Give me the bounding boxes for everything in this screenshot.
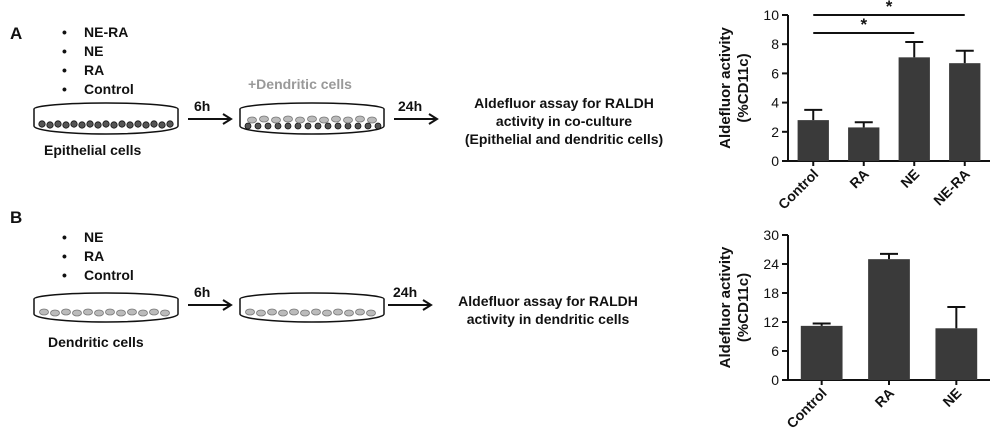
list-item: •RA <box>62 248 105 264</box>
y-axis-label: Aldefluor activity <box>717 246 734 368</box>
y-axis-label-unit: (%CD11c) <box>735 53 752 122</box>
list-item: •RA <box>62 62 105 78</box>
y-tick-label: 4 <box>771 95 779 111</box>
bar <box>800 325 843 380</box>
bar <box>797 120 829 161</box>
panel-b-time-2: 24h <box>393 284 418 300</box>
panel-b-time-1: 6h <box>194 284 211 300</box>
significance-marker: * <box>860 15 867 34</box>
panel-b-treatment-list: •NE •RA •Control <box>62 228 134 285</box>
arrow-right-icon <box>394 113 439 125</box>
x-tick-label: NE <box>897 166 922 191</box>
panel-a-dish-label: Epithelial cells <box>44 142 142 158</box>
panel-a-dish-epithelial <box>33 102 179 135</box>
y-tick-label: 6 <box>771 343 779 359</box>
panel-a-letter: A <box>10 24 23 43</box>
panel-b-assay-text: Aldefluor assay for RALDH activity in de… <box>458 293 638 327</box>
panel-a-treatment-list: •NE-RA •NE •RA •Control <box>62 23 134 99</box>
panel-b-dish-dendritic <box>33 292 179 323</box>
panel-a-added-label: +Dendritic cells <box>248 76 352 92</box>
list-item: •NE-RA <box>62 24 129 40</box>
y-tick-label: 18 <box>763 285 779 301</box>
bar <box>898 57 930 162</box>
x-tick-label: RA <box>871 385 897 411</box>
bar <box>868 259 910 380</box>
y-tick-label: 0 <box>771 372 779 388</box>
x-tick-label: RA <box>846 166 872 192</box>
x-tick-label: Control <box>783 385 830 432</box>
x-tick-label: Control <box>775 166 822 213</box>
y-axis-label-unit: (%CD11c) <box>735 273 752 342</box>
panel-a-assay-text: Aldefluor assay for RALDH activity in co… <box>464 95 664 147</box>
y-axis-label: Aldefluor activity <box>717 27 734 149</box>
panel-a-time-2: 24h <box>398 98 423 114</box>
list-item: •NE <box>62 229 104 245</box>
y-tick-label: 30 <box>763 227 779 243</box>
list-item: •NE <box>62 43 104 59</box>
y-tick-label: 8 <box>771 36 779 52</box>
arrow-right-icon <box>188 299 233 311</box>
bar <box>848 127 880 161</box>
arrow-right-icon <box>388 299 433 311</box>
arrow-right-icon <box>188 113 233 125</box>
x-tick-label: NE-RA <box>930 166 973 209</box>
panel-b-dish-label: Dendritic cells <box>48 334 144 350</box>
y-tick-label: 0 <box>771 153 779 169</box>
panel-a-time-1: 6h <box>194 98 211 114</box>
panel-a-dish-coculture <box>239 102 385 135</box>
bar <box>949 63 981 161</box>
y-tick-label: 6 <box>771 65 779 81</box>
significance-marker: * <box>886 0 893 16</box>
y-tick-label: 24 <box>763 256 779 272</box>
y-tick-label: 10 <box>763 7 779 23</box>
x-tick-label: NE <box>939 385 964 410</box>
y-tick-label: 2 <box>771 124 779 140</box>
y-tick-label: 12 <box>763 314 779 330</box>
bar <box>935 328 978 380</box>
panel-b-letter: B <box>10 208 23 227</box>
list-item: •Control <box>62 81 134 97</box>
panel-b-dish-empty <box>239 292 385 323</box>
list-item: •Control <box>62 267 134 283</box>
